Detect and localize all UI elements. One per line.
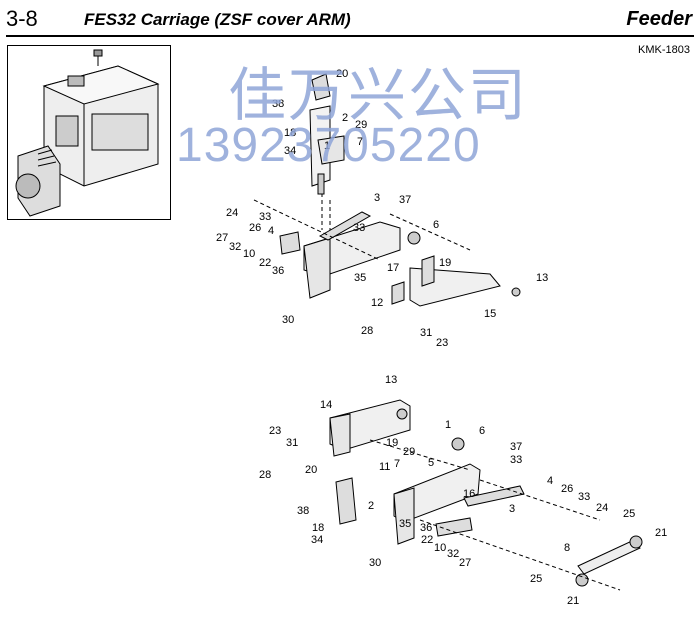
- callout: 29: [355, 119, 367, 131]
- callout: 1: [324, 140, 330, 152]
- callout: 14: [320, 399, 332, 411]
- callout: 33: [578, 491, 590, 503]
- callout: 6: [479, 425, 485, 437]
- callout: 24: [226, 207, 238, 219]
- callout: 16: [463, 488, 475, 500]
- callout: 17: [387, 262, 399, 274]
- callout: 3: [509, 503, 515, 515]
- callout: 26: [561, 483, 573, 495]
- watermark-phone: 13923705220: [176, 119, 481, 172]
- watermark-company: 佳万兴公司: [228, 61, 529, 129]
- callout: 7: [394, 458, 400, 470]
- top-callouts: 20 38 18 34 2 29 1 7 3 37 24 33 27 32 26…: [216, 68, 548, 349]
- callout: 33: [510, 454, 522, 466]
- callout: 35: [354, 272, 366, 284]
- callout: 18: [284, 127, 296, 139]
- callout: 30: [369, 557, 381, 569]
- callout: 32: [447, 548, 459, 560]
- callout: 10: [434, 542, 446, 554]
- machine-thumbnail: [7, 45, 171, 220]
- page-title: FES32 Carriage (ZSF cover ARM): [84, 10, 351, 29]
- page-header: 3-8 FES32 Carriage (ZSF cover ARM) Feede…: [0, 0, 700, 37]
- callout: 6: [433, 219, 439, 231]
- callout: 24: [596, 502, 608, 514]
- callout: 7: [357, 136, 363, 148]
- part-code: KMK-1803: [638, 44, 690, 56]
- callout: 27: [459, 557, 471, 569]
- callout: 15: [484, 308, 496, 320]
- callout: 13: [536, 272, 548, 284]
- callout: 25: [623, 508, 635, 520]
- callout: 4: [268, 225, 274, 237]
- callout: 25: [530, 573, 542, 585]
- callout: 28: [361, 325, 373, 337]
- callout: 5: [428, 457, 434, 469]
- callout: 3: [374, 192, 380, 204]
- callout: 34: [284, 145, 296, 157]
- callout: 35: [399, 518, 411, 530]
- callout: 4: [547, 475, 553, 487]
- callout: 33: [353, 222, 365, 234]
- bottom-callouts: 13 14 23 31 1 6 19 29 37 28 11 7 33 5 20…: [259, 374, 667, 607]
- callout: 38: [272, 98, 284, 110]
- callout: 31: [420, 327, 432, 339]
- callout: 38: [297, 505, 309, 517]
- callout: 29: [403, 446, 415, 458]
- callout: 34: [311, 534, 323, 546]
- callout: 19: [439, 257, 451, 269]
- callout: 23: [436, 337, 448, 349]
- callout: 20: [305, 464, 317, 476]
- callout: 10: [243, 248, 255, 260]
- callout: 23: [269, 425, 281, 437]
- callout: 36: [420, 522, 432, 534]
- callout: 28: [259, 469, 271, 481]
- callout: 21: [655, 527, 667, 539]
- callout: 30: [282, 314, 294, 326]
- callout: 21: [567, 595, 579, 607]
- section-number: 3-8: [6, 6, 38, 31]
- callout: 8: [564, 542, 570, 554]
- callout: 18: [312, 522, 324, 534]
- callout: 33: [259, 211, 271, 223]
- callout: 11: [379, 461, 390, 473]
- callout: 2: [342, 112, 348, 124]
- callout: 12: [371, 297, 383, 309]
- callout: 37: [399, 194, 411, 206]
- callout: 2: [368, 500, 374, 512]
- callout: 22: [421, 534, 433, 546]
- callout: 1: [445, 419, 451, 431]
- callout: 22: [259, 257, 271, 269]
- header-rule: [6, 35, 694, 37]
- callout: 36: [272, 265, 284, 277]
- callout: 20: [336, 68, 348, 80]
- callout: 32: [229, 241, 241, 253]
- callout: 31: [286, 437, 298, 449]
- callout: 27: [216, 232, 228, 244]
- callout: 13: [385, 374, 397, 386]
- callout: 37: [510, 441, 522, 453]
- callout: 19: [386, 437, 398, 449]
- brand-label: Feeder: [626, 8, 692, 30]
- callout: 26: [249, 222, 261, 234]
